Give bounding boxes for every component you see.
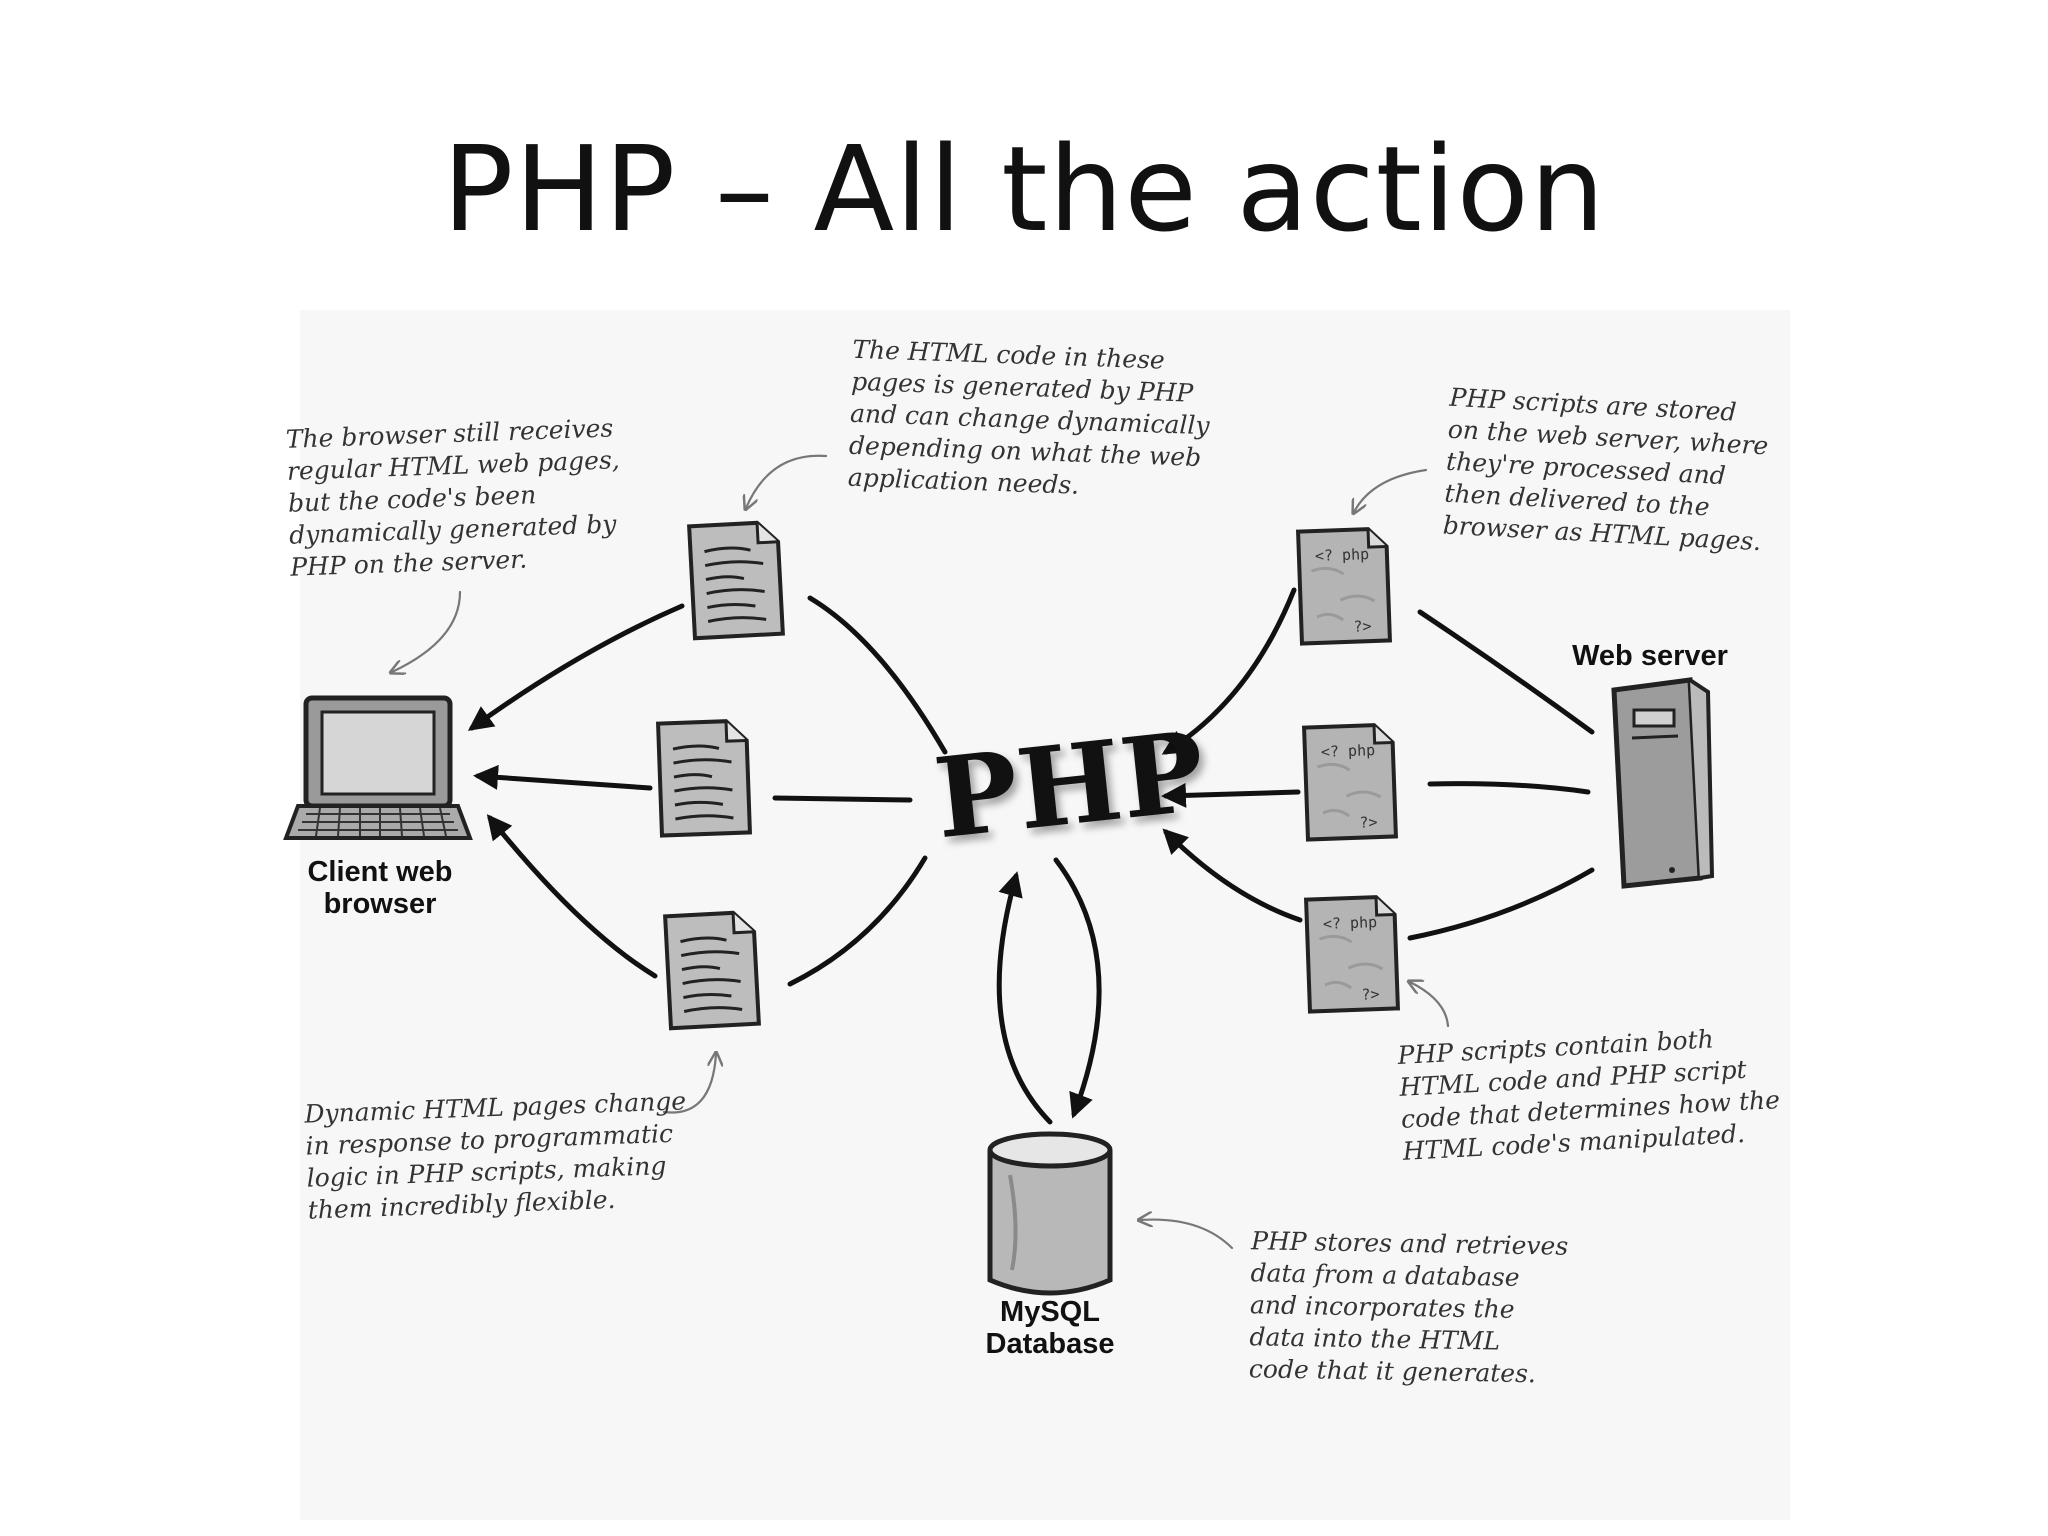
php-open-tag: <? php bbox=[1323, 913, 1378, 933]
pointer-html-code-note bbox=[746, 454, 828, 508]
pointer-browser-note bbox=[392, 590, 462, 672]
php-open-tag: <? php bbox=[1321, 741, 1376, 761]
php-script-icon: <? php ?> bbox=[1306, 896, 1398, 1011]
web-server-tower-icon bbox=[1611, 677, 1715, 889]
note-scripts-contain-code: PHP scripts contain both HTML code and P… bbox=[1396, 1024, 1781, 1166]
flow-page-top-to-browser bbox=[467, 603, 685, 731]
web-server-label: Web server bbox=[1572, 640, 1728, 672]
note-browser-receives-html: The browser still receives regular HTML … bbox=[285, 413, 621, 582]
flow-page-bottom-to-browser bbox=[486, 814, 658, 979]
php-script-icon: <? php ?> bbox=[1304, 724, 1396, 839]
pointer-dynamic-pages-note bbox=[662, 1054, 716, 1114]
php-script-icon: <? php ?> bbox=[1298, 528, 1390, 643]
flow-php-to-database bbox=[1053, 857, 1102, 1119]
html-page-icon bbox=[658, 720, 750, 835]
pointer-scripts-stored-note bbox=[1354, 468, 1428, 512]
figure-background bbox=[300, 310, 1790, 1520]
database-cylinder-icon bbox=[987, 1131, 1113, 1296]
html-page-icon bbox=[665, 912, 759, 1028]
client-laptop-icon bbox=[283, 695, 473, 840]
html-page-icon bbox=[689, 522, 783, 638]
php-close-tag: ?> bbox=[1361, 985, 1380, 1004]
note-dynamic-html-pages: Dynamic HTML pages change in response to… bbox=[303, 1086, 687, 1225]
client-browser-label: Client web browser bbox=[307, 856, 453, 920]
note-database-storage: PHP stores and retrieves data from a dat… bbox=[1248, 1226, 1569, 1389]
php-close-tag: ?> bbox=[1359, 813, 1378, 832]
flow-server-to-script-top bbox=[1417, 609, 1595, 735]
flow-php-to-page-top bbox=[807, 595, 948, 755]
pointer-scripts-contain-note bbox=[1410, 982, 1450, 1028]
flow-script-top-to-php bbox=[1161, 587, 1297, 755]
note-scripts-stored-on-server: PHP scripts are stored on the web server… bbox=[1442, 382, 1770, 557]
flow-php-to-page-middle bbox=[772, 795, 913, 803]
note-html-code-generated: The HTML code in these pages is generate… bbox=[847, 334, 1211, 500]
flow-database-to-php bbox=[996, 871, 1053, 1125]
php-open-tag: <? php bbox=[1315, 545, 1370, 565]
pointer-database-note bbox=[1140, 1220, 1234, 1250]
flow-server-to-script-middle bbox=[1427, 781, 1591, 795]
mysql-database-label: MySQL Database bbox=[985, 1296, 1115, 1360]
flow-script-bottom-to-php bbox=[1162, 828, 1303, 923]
flow-script-middle-to-php bbox=[1161, 782, 1301, 808]
slide-title: PHP – All the action bbox=[442, 120, 1606, 258]
flow-php-to-page-bottom bbox=[787, 855, 928, 987]
flow-server-to-script-bottom bbox=[1407, 867, 1595, 941]
flow-page-middle-to-browser bbox=[473, 764, 653, 791]
php-close-tag: ?> bbox=[1353, 617, 1372, 636]
php-center-logo: PHP bbox=[928, 706, 1211, 864]
